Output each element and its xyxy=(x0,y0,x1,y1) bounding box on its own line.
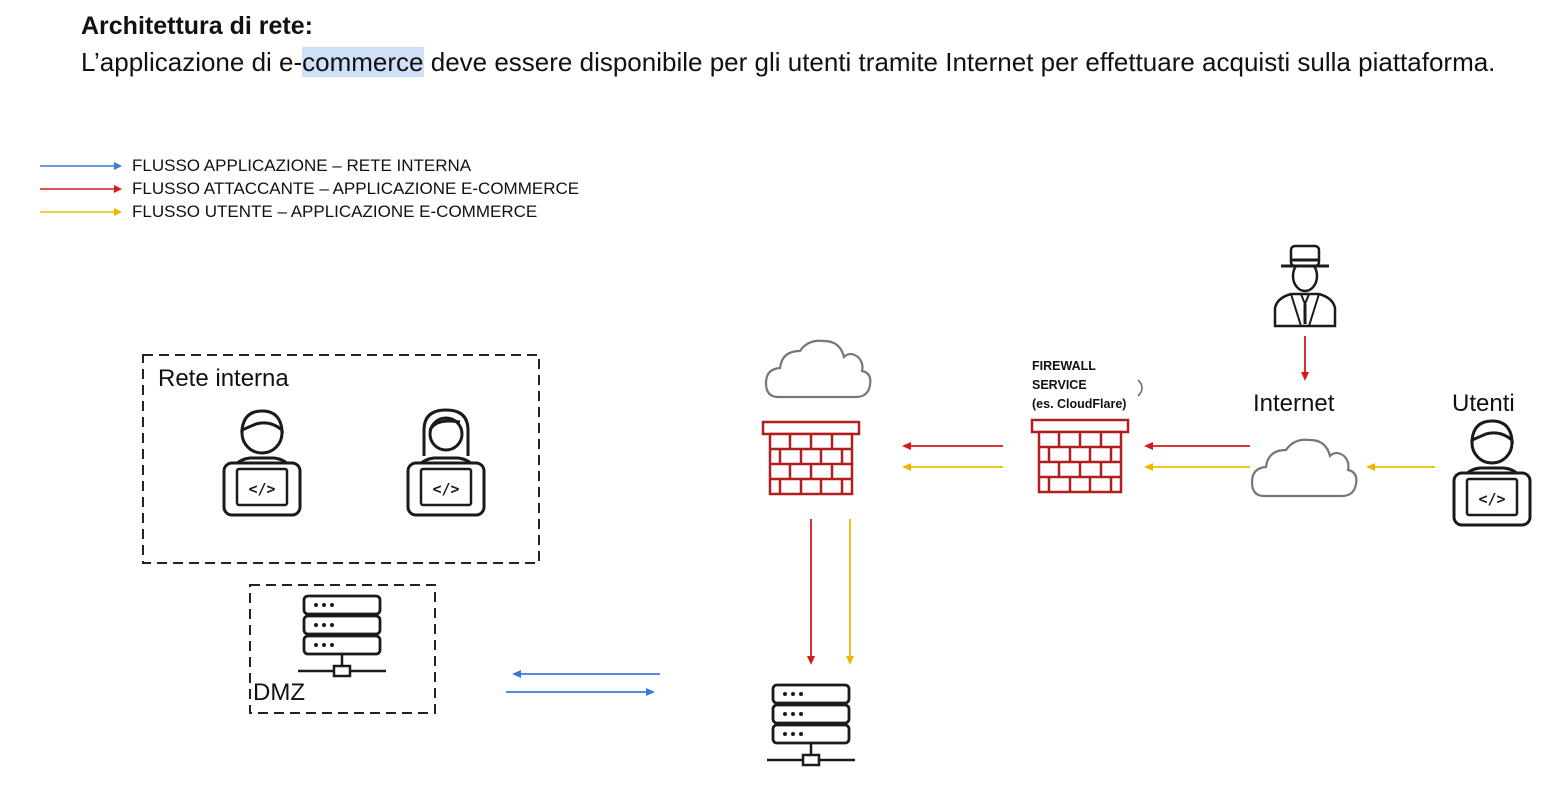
firewall-icon xyxy=(761,420,861,496)
user-flow-arrows xyxy=(846,463,1435,665)
legend-label: FLUSSO UTENTE – APPLICAZIONE E-COMMERCE xyxy=(132,202,538,221)
internal-network-label: Rete interna xyxy=(158,365,289,392)
firewall-service-icon xyxy=(1030,418,1130,494)
developer-user-icon xyxy=(1452,419,1532,527)
cloud-icon xyxy=(764,339,872,399)
firewall-service-label: FIREWALL SERVICE (es. CloudFlare) xyxy=(1032,357,1162,414)
internal-flow-arrows xyxy=(506,670,660,696)
legend-red-arrow-icon xyxy=(40,185,122,193)
legend-label: FLUSSO ATTACCANTE – APPLICAZIONE E-COMME… xyxy=(132,179,580,198)
developer-male-icon xyxy=(222,409,302,517)
description-part-2: deve essere disponibile per gli utenti t… xyxy=(423,47,1496,77)
dmz-server-icon xyxy=(296,594,388,678)
page-title: Architettura di rete: xyxy=(81,12,313,40)
page-description: L’applicazione di e-commerce deve essere… xyxy=(81,45,1521,79)
firewall-service-line-3: (es. CloudFlare) xyxy=(1032,397,1127,411)
developer-female-icon xyxy=(406,408,486,517)
description-part-1: L’applicazione di e- xyxy=(81,47,303,77)
firewall-service-line-2: SERVICE xyxy=(1032,378,1087,392)
firewall-service-line-1: FIREWALL xyxy=(1032,359,1096,373)
users-label: Utenti xyxy=(1452,390,1515,417)
attacker-flow-arrows xyxy=(807,336,1309,665)
ecommerce-server-icon xyxy=(765,683,857,767)
internal-network-zone xyxy=(142,354,540,564)
internet-cloud-icon xyxy=(1250,438,1358,498)
dmz-label: DMZ xyxy=(253,679,305,706)
legend-blue-arrow-icon xyxy=(40,162,122,170)
internet-label: Internet xyxy=(1253,390,1335,417)
legend-yellow-arrow-icon xyxy=(40,208,122,216)
legend-label: FLUSSO APPLICAZIONE – RETE INTERNA xyxy=(132,156,472,175)
decorative-arc xyxy=(1137,379,1143,397)
attacker-icon xyxy=(1273,244,1337,328)
dmz-zone xyxy=(249,584,436,714)
description-highlight: commerce xyxy=(302,47,424,77)
